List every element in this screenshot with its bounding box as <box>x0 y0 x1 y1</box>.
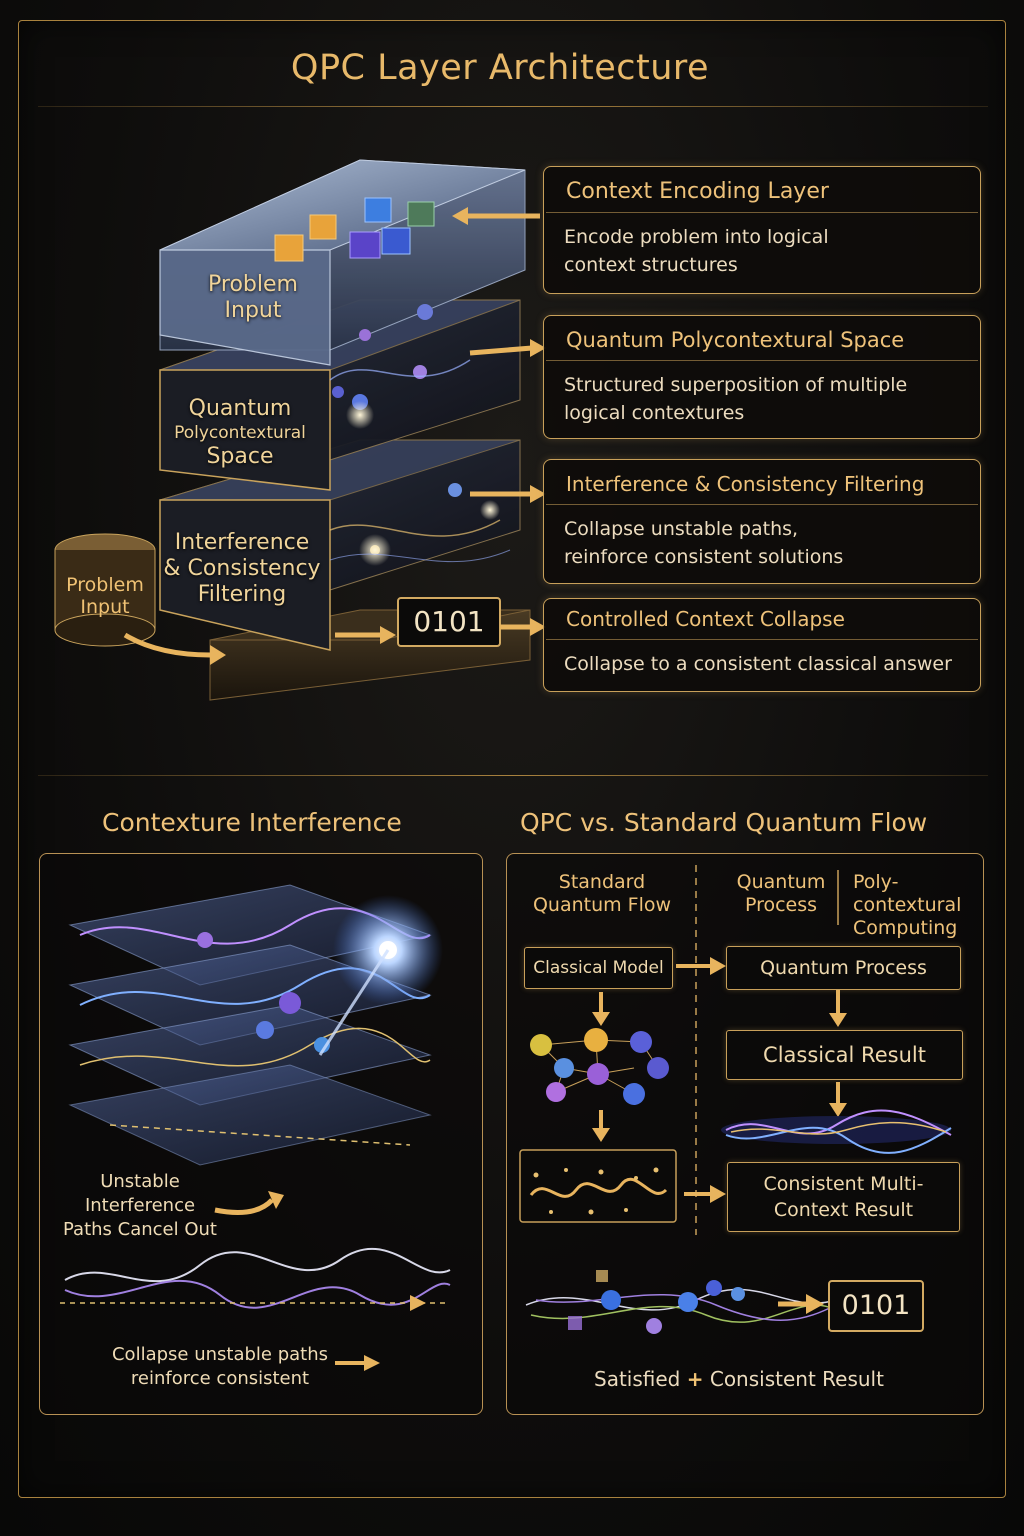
classical-model-box: Classical Model <box>524 947 673 989</box>
context-collapse-desc: Collapse to a consistent classical answe… <box>564 653 952 675</box>
quantum-process-heading: Quantum Process <box>736 871 826 916</box>
polycontextural-heading: Poly- contextural Computing <box>853 871 962 939</box>
interference-planes-illustration <box>68 884 443 1166</box>
context-encoding-desc: Encode problem into logical context stru… <box>564 226 829 276</box>
plus-icon: + <box>686 1367 704 1391</box>
interference-box: Interference & Consistency Filtering Col… <box>543 459 981 584</box>
interference-desc: Collapse unstable paths, reinforce consi… <box>564 518 844 568</box>
comparison-diagram <box>519 865 952 1334</box>
title-divider <box>38 106 988 107</box>
section-divider <box>38 775 988 776</box>
collapse-unstable-caption: Collapse unstable paths reinforce consis… <box>111 1344 329 1389</box>
satisfied-consistent-result: Satisfied + Consistent Result <box>594 1367 884 1391</box>
unstable-paths-caption: Unstable Interference Paths Cancel Out <box>63 1171 217 1240</box>
outer-frame <box>18 20 1006 1498</box>
context-collapse-box: Controlled Context Collapse Collapse to … <box>543 598 981 692</box>
interference-layer-label: Interference & Consistency Filtering <box>163 530 321 607</box>
left-panel-arrows-and-waves <box>60 1191 451 1371</box>
standard-flow-heading: Standard Quantum Flow <box>532 871 672 916</box>
stack-output-bits: 0101 <box>397 597 501 647</box>
consistent-multi-context-box: Consistent Multi- Context Result <box>727 1162 960 1232</box>
layer-stack-illustration <box>54 159 531 701</box>
interference-title: Interference & Consistency Filtering <box>546 460 978 505</box>
comparison-output-bits: 0101 <box>828 1280 924 1332</box>
qpc-vs-standard-title: QPC vs. Standard Quantum Flow <box>520 808 928 837</box>
footer-consistent-result: Consistent Result <box>709 1367 884 1391</box>
page-title: QPC Layer Architecture <box>290 48 710 88</box>
context-encoding-box: Context Encoding Layer Encode problem in… <box>543 166 981 294</box>
quantum-space-box: Quantum Polycontextural Space Structured… <box>543 315 981 439</box>
context-encoding-title: Context Encoding Layer <box>546 167 978 213</box>
context-collapse-title: Controlled Context Collapse <box>546 599 978 640</box>
footer-satisfied: Satisfied <box>594 1367 681 1391</box>
contexture-interference-title: Contexture Interference <box>102 808 402 837</box>
quantum-space-desc: Structured superposition of multiple log… <box>564 374 908 424</box>
quantum-space-title: Quantum Polycontextural Space <box>546 316 978 361</box>
classical-result-box: Classical Result <box>726 1030 963 1080</box>
quantum-space-layer-label: Quantum Polycontextural Space <box>174 396 306 469</box>
cylinder-problem-input-label: Problem Input <box>66 574 144 618</box>
problem-input-layer-label: Problem Input <box>208 272 298 323</box>
quantum-process-box: Quantum Process <box>726 946 961 990</box>
connector-arrows <box>452 207 546 636</box>
